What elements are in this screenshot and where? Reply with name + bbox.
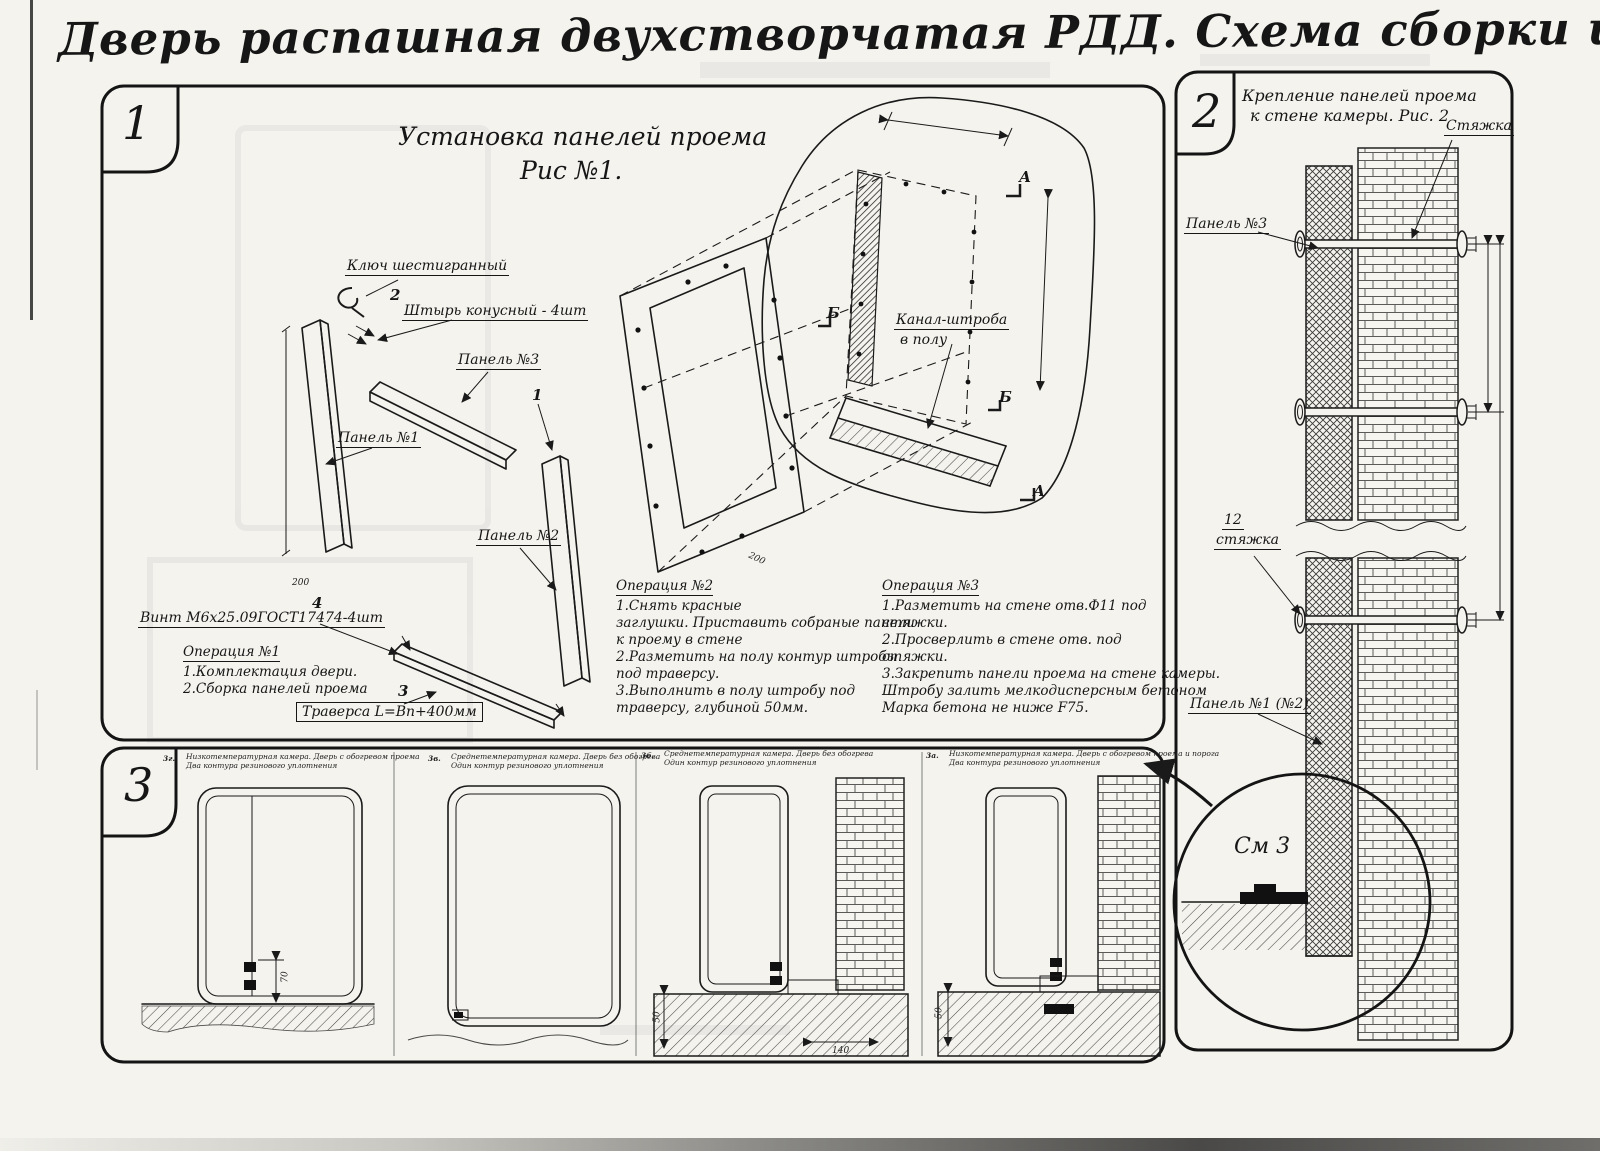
section-marker-a-top: А bbox=[1019, 168, 1032, 186]
section-3v-caption-2: Один контур резинового уплотнения bbox=[451, 761, 604, 770]
op3-line: Марка бетона не ниже F75. bbox=[882, 700, 1089, 716]
panel-frames bbox=[100, 70, 1514, 1064]
label-pin: Штырь конусный - 4шт bbox=[402, 303, 589, 321]
section-3a-id: 3а. bbox=[926, 751, 939, 760]
fig2-heading-1: Крепление панелей проема bbox=[1242, 86, 1477, 105]
figure2-number: 2 bbox=[1192, 84, 1222, 138]
section-3b-caption-1: Среднетемпературная камера. Дверь без об… bbox=[664, 749, 874, 758]
section-marker-a-bottom: А bbox=[1033, 482, 1046, 500]
op2-line: 3.Выполнить в полу штробу под bbox=[616, 683, 856, 699]
label-channel-1: Канал-штроба bbox=[894, 312, 1010, 330]
dim-50-3b: 50 bbox=[652, 1011, 663, 1023]
label-panel3: Панель №3 bbox=[456, 352, 542, 370]
op3-line: стяжки. bbox=[882, 615, 948, 631]
fig2-wall-section bbox=[1143, 139, 1505, 1041]
scan-bottom-bar bbox=[0, 1138, 1600, 1151]
section-3g-caption-1: Низкотемпературная камера. Дверь с обогр… bbox=[186, 752, 420, 761]
fig1-assembled-frame bbox=[619, 169, 977, 573]
figure1-number: 1 bbox=[122, 96, 152, 150]
section-marker-b-left: Б bbox=[827, 304, 840, 322]
fig2-heading-2: к стене камеры. Рис. 2 bbox=[1250, 106, 1449, 125]
op1-title: Операция №1 bbox=[183, 644, 281, 662]
section-3a-caption-2: Два контура резинового уплотнения bbox=[949, 758, 1101, 767]
callout-2: 2 bbox=[390, 286, 401, 304]
section-3a-caption-1: Низкотемпературная камера. Дверь с обогр… bbox=[949, 749, 1220, 758]
op2-line: 2.Разметить на полу контур штробы bbox=[616, 649, 898, 665]
section-3g-id: 3г. bbox=[163, 754, 176, 763]
fig1-exploded-panels bbox=[281, 279, 591, 729]
op3-line: 3.Закрепить панели проема на стене камер… bbox=[882, 666, 1221, 682]
op2-line: траверсу, глубиной 50мм. bbox=[616, 700, 808, 716]
fig1-heading: Установка панелей проема bbox=[398, 122, 768, 151]
label-screw: Винт М6х25.09ГОСТ17474-4шт bbox=[138, 610, 385, 628]
section-3v-id: 3в. bbox=[428, 754, 441, 763]
callout-3: 3 bbox=[398, 682, 409, 700]
op2-line: под траверсу. bbox=[616, 666, 720, 682]
label-tie: Стяжка bbox=[1444, 118, 1514, 136]
label-see-detail-3: См 3 bbox=[1234, 834, 1291, 859]
dim-200-left: 200 bbox=[292, 578, 310, 588]
op3-line: 2.Просверлить в стене отв. под bbox=[882, 632, 1122, 648]
label-hex-key: Ключ шестигранный bbox=[345, 258, 510, 276]
label-channel-2: в полу bbox=[900, 332, 948, 348]
op2-line: к проему в стене bbox=[616, 632, 743, 648]
section-3g-caption-2: Два контура резинового уплотнения bbox=[186, 761, 338, 770]
operation-3-block: Операция №3 1.Разметить на стене отв.Ф11… bbox=[882, 578, 1220, 717]
callout-1: 1 bbox=[532, 386, 543, 404]
section-3v-caption-1: Среднетемпературная камера. Дверь без об… bbox=[451, 752, 661, 761]
label-tie-2: стяжка bbox=[1214, 532, 1282, 550]
dim-50-3a: 50 bbox=[934, 1007, 945, 1019]
operation-1-block: Операция №1 1.Комплектация двери. 2.Сбор… bbox=[183, 644, 368, 698]
callout-4: 4 bbox=[312, 594, 323, 612]
op2-line: 1.Снять красные bbox=[616, 598, 742, 614]
fig1-wall-opening bbox=[761, 96, 1096, 514]
label-panel2: Панель №2 bbox=[476, 528, 562, 546]
fig3-threshold-details bbox=[141, 752, 1161, 1057]
op3-line: стяжки. bbox=[882, 649, 948, 665]
dim-140: 140 bbox=[832, 1046, 850, 1056]
section-3b-id: 3б. bbox=[641, 751, 655, 760]
op2-line: заглушки. Приставить собраные панели bbox=[616, 615, 916, 631]
scan-edge-mark bbox=[36, 690, 38, 770]
op3-line: Штробу залить мелкодисперсным бетоном bbox=[882, 683, 1207, 699]
label-fig2-panel3: Панель №3 bbox=[1184, 216, 1270, 234]
op1-line: 1.Комплектация двери. bbox=[183, 664, 358, 680]
label-traverse: Траверса L=Bп+400мм bbox=[296, 702, 483, 722]
label-panel1: Панель №1 bbox=[336, 430, 422, 448]
op1-line: 2.Сборка панелей проема bbox=[183, 681, 368, 697]
operation-2-block: Операция №2 1.Снять красные заглушки. Пр… bbox=[616, 578, 915, 717]
op3-line: 1.Разметить на стене отв.Ф11 под bbox=[882, 598, 1147, 614]
op2-title: Операция №2 bbox=[616, 578, 714, 596]
op3-title: Операция №3 bbox=[882, 578, 980, 596]
label-pos-12: 12 bbox=[1222, 512, 1244, 530]
section-3b-caption-2: Один контур резинового уплотнения bbox=[664, 758, 817, 767]
fig1-heading-fig: Рис №1. bbox=[520, 156, 623, 185]
figure3-number: 3 bbox=[124, 758, 154, 812]
section-marker-b-right: Б bbox=[999, 388, 1012, 406]
dim-70: 70 bbox=[280, 971, 291, 983]
scan-edge-line bbox=[30, 0, 33, 320]
label-fig2-panel1: Панель №1 (№2) bbox=[1188, 696, 1311, 714]
